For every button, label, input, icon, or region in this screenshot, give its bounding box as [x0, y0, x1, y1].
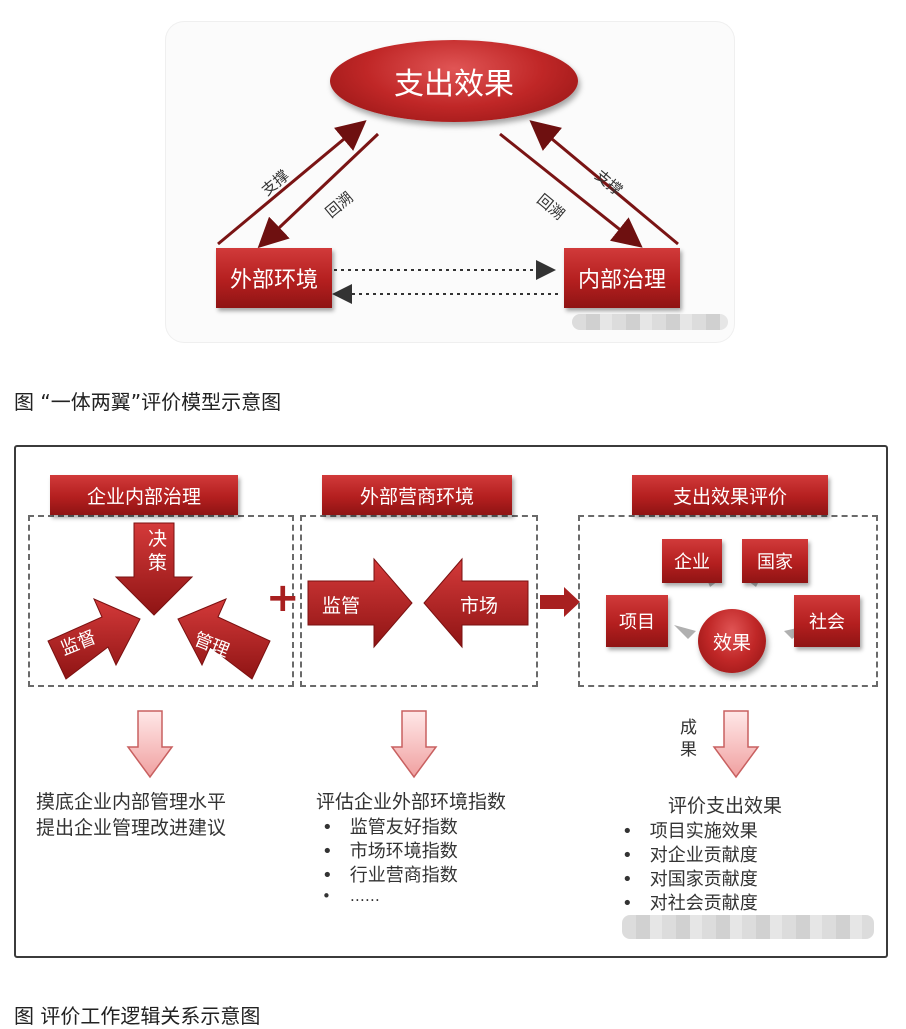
right-box: 内部治理: [564, 248, 680, 308]
market-label: 市场: [460, 595, 499, 617]
section-two-arrows: [307, 557, 529, 649]
section-one-frame: [28, 515, 294, 687]
supervision-arrow: [307, 557, 413, 649]
right-support-arrow: [529, 120, 679, 246]
section-three-title: 支出效果评价: [632, 475, 828, 515]
supervise-arrow: [47, 598, 141, 680]
decision-arrow: [114, 522, 194, 616]
section-one-title: 企业内部治理: [50, 475, 238, 515]
to-section-three-arrow: [540, 587, 580, 617]
s1-result-line-2: 提出企业管理改进建议: [36, 817, 227, 839]
section-two-frame: [300, 515, 538, 687]
left-trace-arrow: [257, 132, 380, 249]
s3-bullet-1: • 项目实施效果: [622, 821, 758, 842]
caption-one: 图 “一体两翼”评价模型示意图: [14, 390, 282, 414]
diagram-one-arrows: [217, 120, 679, 304]
diagram-one-in-two-wings: 支出效果 外部环境 内部治理 支撑 回溯 支撑 回溯: [166, 22, 734, 342]
caption-two: 图 评价工作逻辑关系示意图: [14, 1004, 261, 1028]
s2-bullet-4: • ……: [322, 887, 380, 905]
supervision-label: 监管: [322, 595, 361, 617]
project-box: 项目: [606, 595, 668, 647]
s2-result-title: 评估企业外部环境指数: [316, 791, 507, 813]
s2-bullet-2: • 市场环境指数: [322, 841, 458, 862]
s3-bullet-2: • 对企业贡献度: [622, 845, 758, 866]
outcome-label: 成果: [680, 718, 697, 760]
down-arrow-two: [390, 710, 438, 779]
s2-bullet-3: • 行业营商指数: [322, 865, 458, 886]
watermark-blur-two: [622, 915, 874, 939]
section-three-frame: [578, 515, 878, 687]
effect-circle: 效果: [698, 609, 766, 673]
s3-bullet-3: • 对国家贡献度: [622, 869, 758, 890]
left-box: 外部环境: [216, 248, 332, 308]
s2-bullet-1: • 监管友好指数: [322, 817, 458, 838]
right-trace-arrow: [499, 132, 643, 248]
manage-arrow: [177, 598, 271, 680]
diagram-evaluation-logic: 企业内部治理 决策 监督 管理 + 外部营商环境 监管 市场 支: [14, 445, 888, 958]
s3-bullet-4: • 对社会贡献度: [622, 893, 758, 914]
decision-label: 决策: [148, 528, 168, 574]
down-arrow-three: [712, 710, 760, 779]
enterprise-box: 企业: [662, 539, 722, 583]
section-two-title: 外部营商环境: [322, 475, 512, 515]
left-support-arrow: [217, 120, 367, 246]
down-arrow-one: [126, 710, 174, 779]
section-one-arrows: [47, 522, 271, 680]
state-box: 国家: [742, 539, 808, 583]
center-ellipse: 支出效果: [330, 40, 578, 122]
market-arrow: [423, 557, 529, 649]
s3-result-title: 评价支出效果: [668, 795, 783, 817]
watermark-blur: [572, 314, 728, 330]
society-box: 社会: [794, 595, 860, 647]
plus-sign: +: [266, 575, 300, 621]
s1-result-line-1: 摸底企业内部管理水平: [36, 791, 227, 813]
